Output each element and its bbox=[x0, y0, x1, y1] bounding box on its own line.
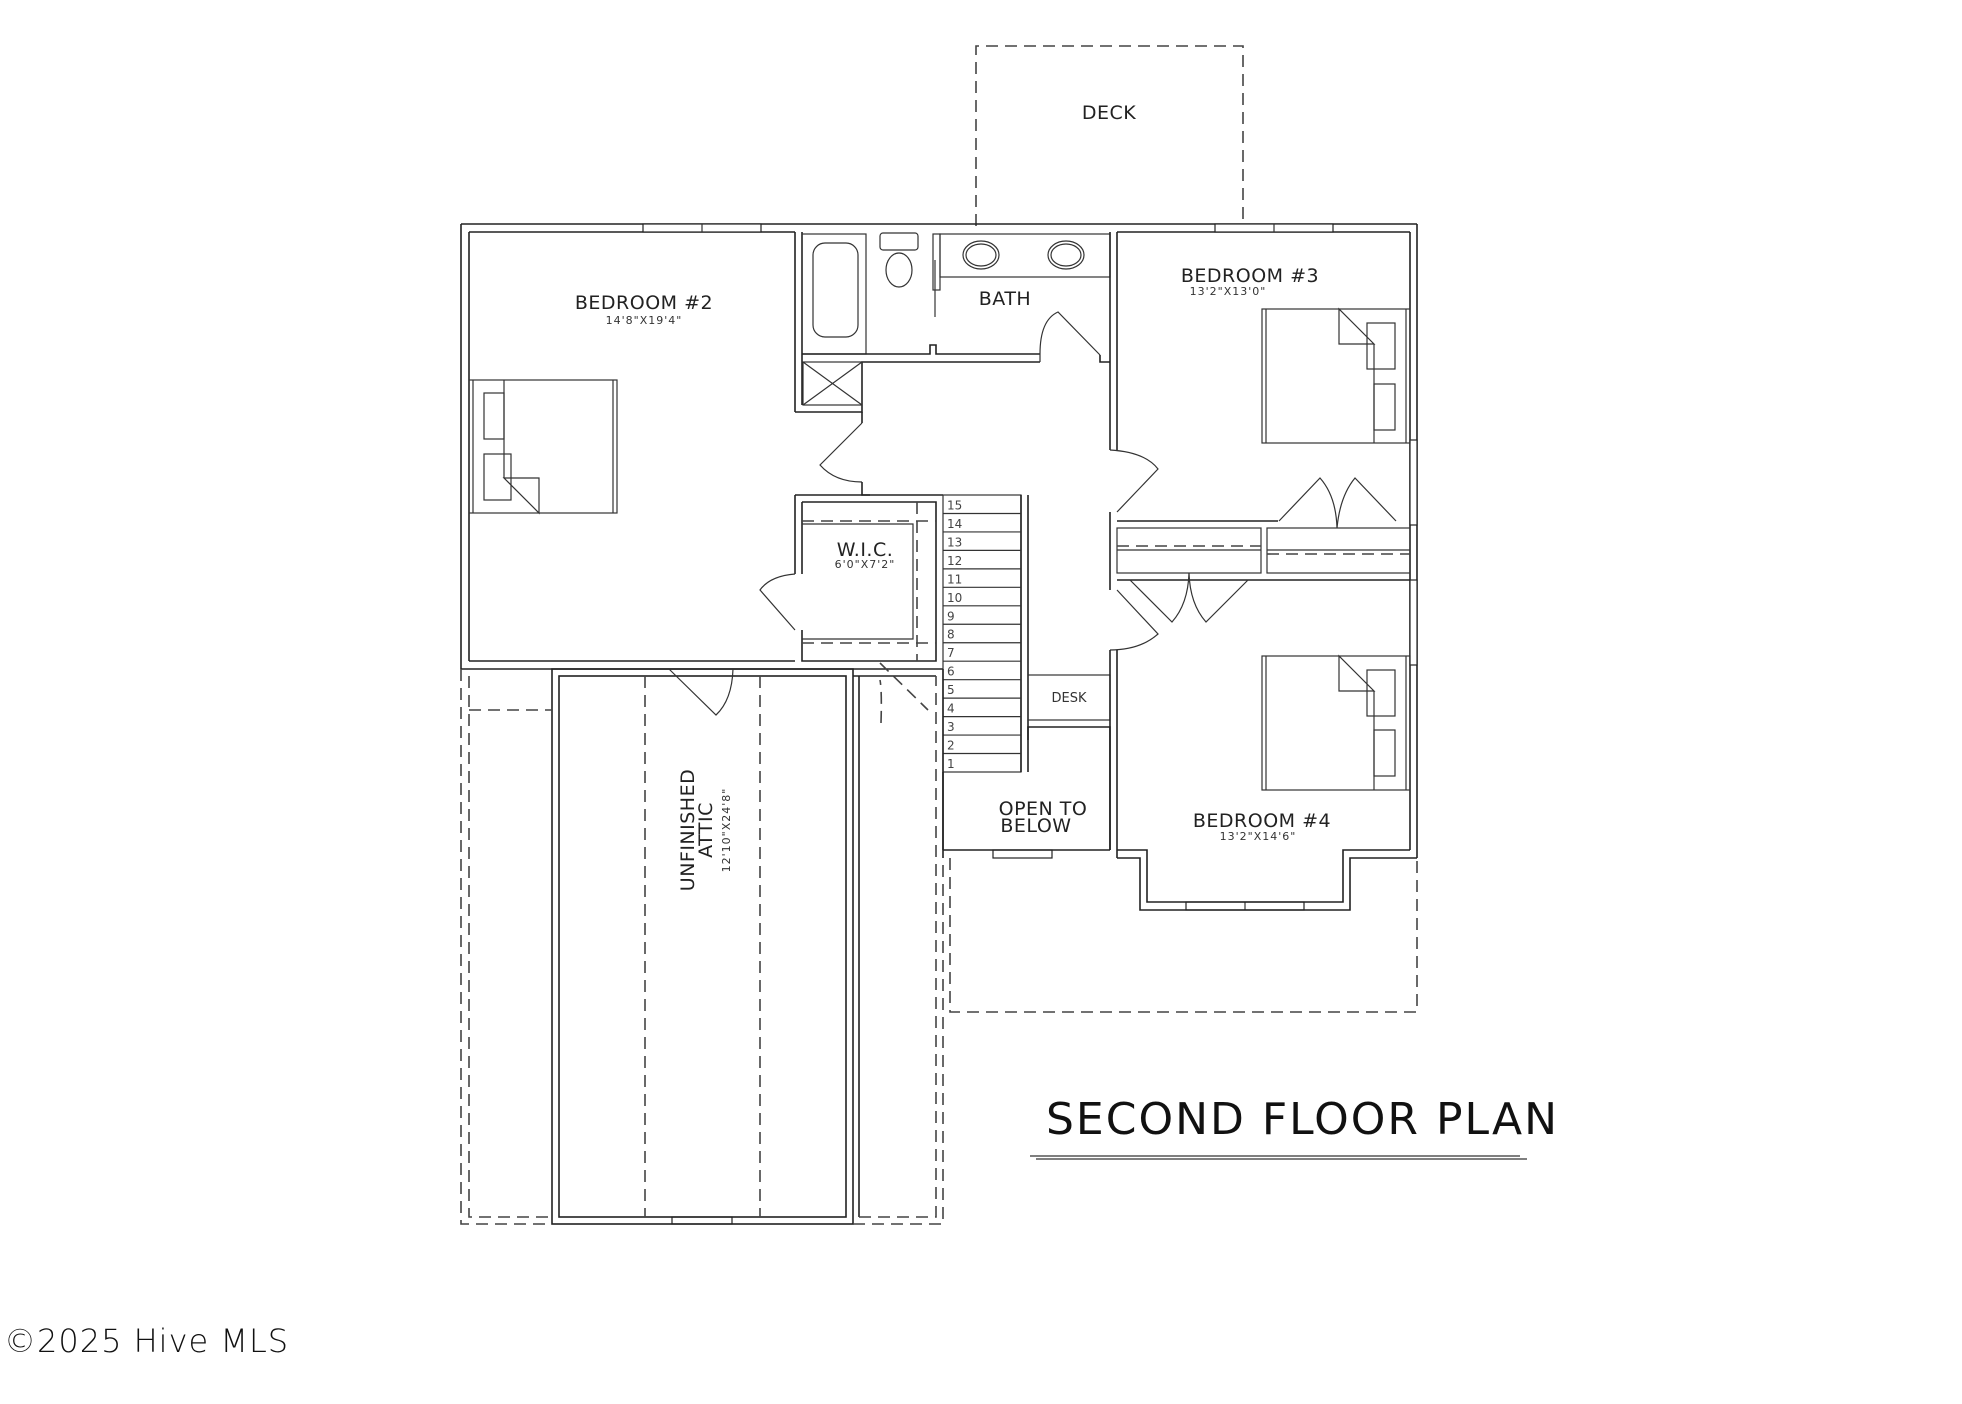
plan-title-block: SECOND FLOOR PLAN bbox=[1030, 1094, 1559, 1160]
walk-in-closet: W.I.C. 6'0"X7'2" bbox=[759, 494, 943, 662]
stair-step-number: 15 bbox=[947, 498, 962, 512]
bath-label: BATH bbox=[979, 288, 1031, 310]
bedroom-3-label: BEDROOM #3 bbox=[1181, 265, 1319, 287]
desk-label: DESK bbox=[1051, 691, 1086, 706]
bath: BATH bbox=[794, 232, 1118, 450]
stair-step-number: 5 bbox=[947, 683, 955, 697]
desk: DESK bbox=[1027, 674, 1111, 721]
bedroom-4: BEDROOM #4 13'2"X14'6" bbox=[1117, 654, 1417, 911]
copyright-watermark: ©2025 Hive MLS bbox=[4, 1322, 290, 1360]
exterior-walls bbox=[460, 223, 1418, 858]
stair-step-number: 12 bbox=[947, 554, 962, 568]
stair-step-number: 7 bbox=[947, 646, 955, 660]
stair-step-number: 11 bbox=[947, 572, 962, 586]
wic-dims: 6'0"X7'2" bbox=[835, 558, 896, 571]
deck: DECK bbox=[975, 45, 1244, 226]
stair-step-number: 3 bbox=[947, 720, 955, 734]
bedroom-2-label: BEDROOM #2 bbox=[575, 292, 713, 314]
bedroom-2-dims: 14'8"X19'4" bbox=[606, 314, 683, 327]
bedroom-4-label: BEDROOM #4 bbox=[1193, 810, 1331, 832]
wic-label: W.I.C. bbox=[837, 539, 894, 561]
bedroom-3-dims: 13'2"X13'0" bbox=[1190, 285, 1267, 298]
roof-outline-lower bbox=[949, 858, 1418, 1013]
plan-title: SECOND FLOOR PLAN bbox=[1046, 1094, 1559, 1145]
sink-icon bbox=[962, 240, 1085, 270]
attic-label-2: ATTIC bbox=[695, 802, 717, 858]
open-to-below: OPEN TO BELOW bbox=[942, 726, 1111, 858]
attic-dims: 12'10"X24'8" bbox=[720, 788, 733, 873]
stair-step-number: 6 bbox=[947, 665, 955, 679]
deck-label: DECK bbox=[1082, 102, 1136, 124]
stair-step-number: 1 bbox=[947, 757, 955, 771]
stair-step-number: 14 bbox=[947, 517, 962, 531]
bed-icon bbox=[1261, 654, 1411, 791]
stair-step-number: 8 bbox=[947, 628, 955, 642]
bedroom-4-dims: 13'2"X14'6" bbox=[1220, 830, 1297, 843]
bedroom-closets bbox=[1116, 477, 1411, 623]
attic-label-1: UNFINISHED bbox=[677, 769, 699, 891]
hall-east-wall bbox=[1109, 362, 1159, 858]
bed-icon bbox=[468, 379, 618, 515]
stair-step-number: 10 bbox=[947, 591, 962, 605]
stair-step-number: 9 bbox=[947, 609, 955, 623]
open-below-label-1: OPEN TO bbox=[999, 798, 1088, 820]
stair-step-number: 13 bbox=[947, 535, 962, 549]
bedroom-2: BEDROOM #2 14'8"X19'4" bbox=[468, 292, 713, 515]
stair-step-number: 2 bbox=[947, 739, 955, 753]
stair-step-number: 4 bbox=[947, 702, 955, 716]
bedroom-2-door bbox=[819, 412, 870, 496]
bedroom-3: BEDROOM #3 13'2"X13'0" bbox=[1181, 265, 1411, 444]
open-below-label-2: BELOW bbox=[1000, 815, 1071, 837]
staircase: 15 14 13 12 11 10 9 8 7 6 5 4 3 2 1 bbox=[942, 494, 1029, 773]
bed-icon bbox=[1261, 307, 1411, 444]
windows bbox=[642, 223, 1418, 1225]
unfinished-attic: UNFINISHED ATTIC 12'10"X24'8" bbox=[460, 662, 944, 1225]
